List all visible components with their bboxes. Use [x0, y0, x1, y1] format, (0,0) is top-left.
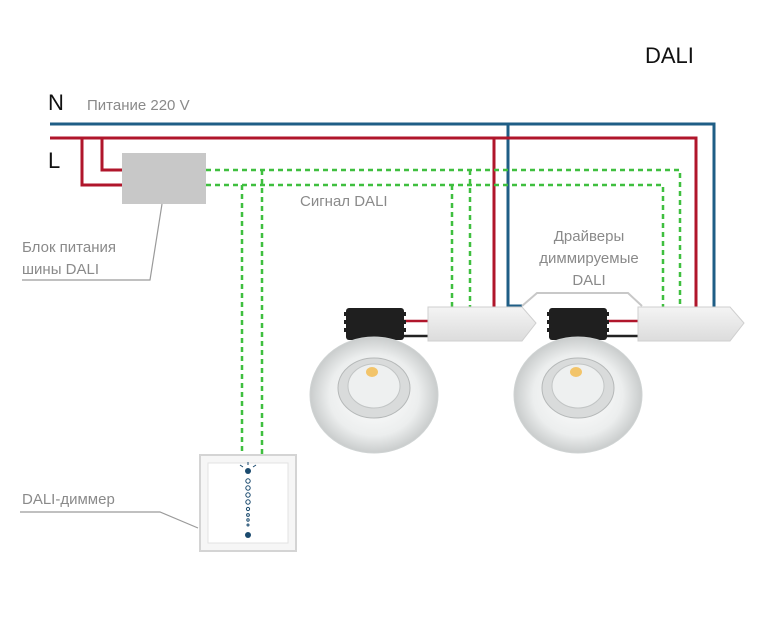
- downlight-2: [513, 308, 643, 454]
- dali-bus-psu: [122, 153, 206, 204]
- bus-psu-label-line2: шины DALI: [22, 261, 99, 278]
- heatsink: [547, 308, 609, 340]
- dali-driver-2: [637, 306, 745, 342]
- dimmer-level-dots: [245, 478, 251, 527]
- drivers-label-line2: диммируемые: [539, 250, 639, 267]
- led-chip: [570, 367, 582, 377]
- dali-signal-wires: [206, 168, 682, 455]
- power-label: Питание 220 V: [87, 97, 190, 114]
- dimmer-label: DALI-диммер: [22, 491, 115, 508]
- drivers-label-line1: Драйверы: [553, 228, 625, 245]
- dali-driver-1: [427, 306, 537, 342]
- signal-label: Сигнал DALI: [300, 193, 388, 210]
- led-chip: [366, 367, 378, 377]
- heatsink: [344, 308, 406, 340]
- bus-psu-label-line1: Блок питания: [22, 239, 116, 256]
- diagram-title: DALI: [645, 43, 694, 68]
- live-wire: [50, 136, 698, 308]
- neutral-label: N: [48, 90, 64, 115]
- drivers-label-line3: DALI: [572, 272, 606, 289]
- drivers-bracket: [521, 292, 643, 307]
- brightness-up-icon: [239, 462, 257, 474]
- leader-lines: [20, 203, 199, 529]
- live-label: L: [48, 148, 61, 173]
- downlight-1: [309, 308, 439, 454]
- brightness-down-icon: [245, 532, 251, 538]
- dali-dimmer-panel: [199, 454, 297, 552]
